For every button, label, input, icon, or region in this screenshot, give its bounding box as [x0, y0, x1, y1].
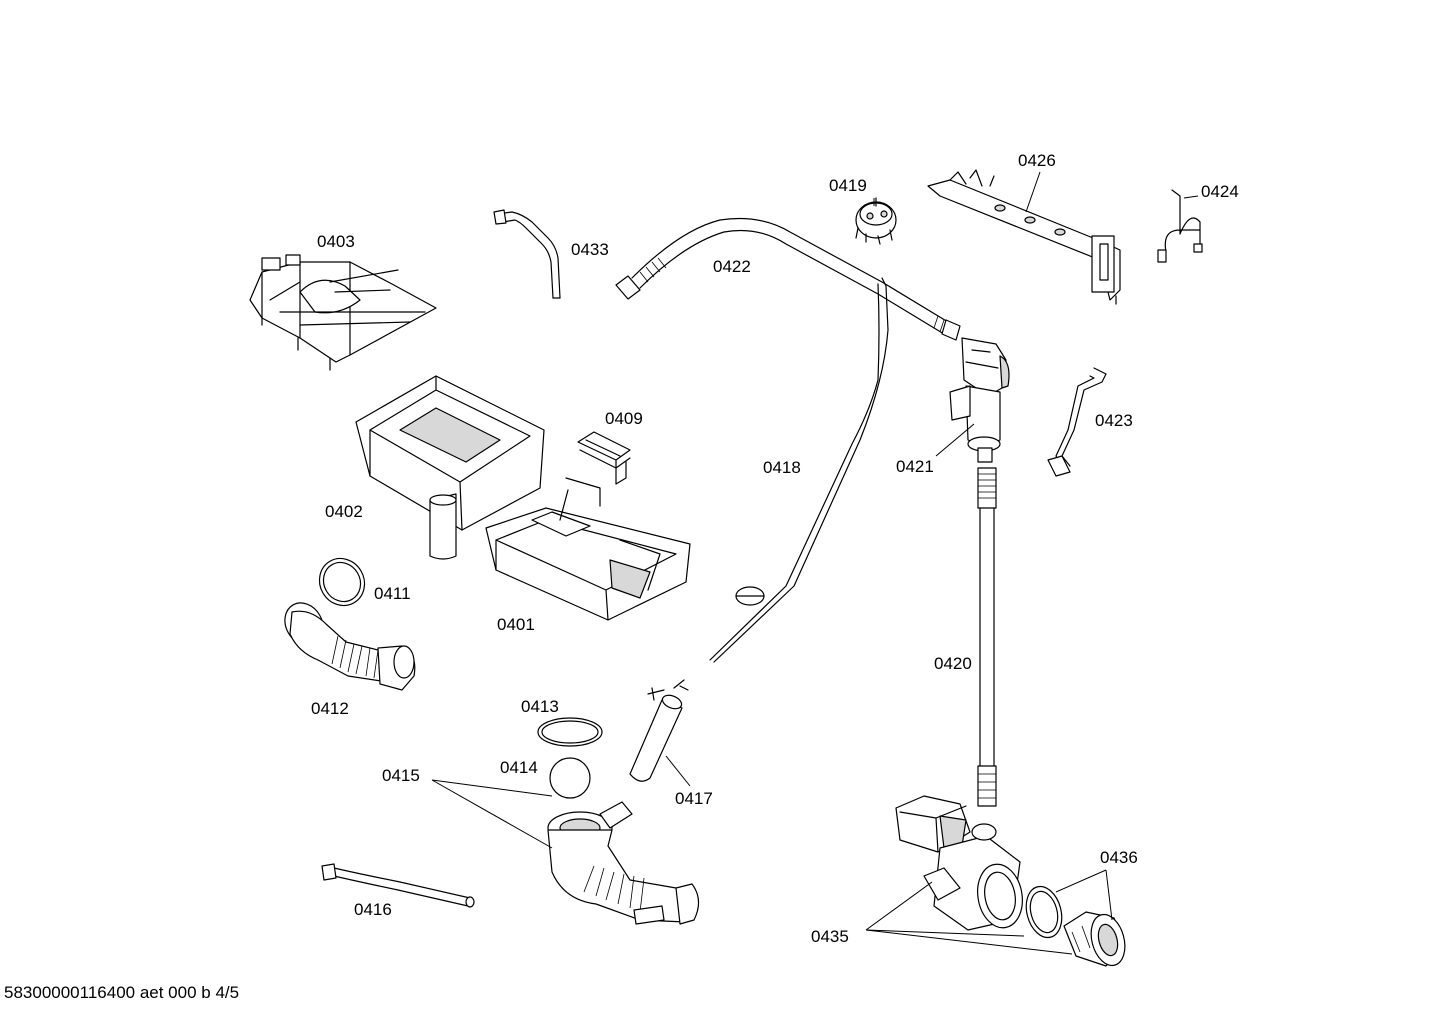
part-label-0402: 0402 — [325, 502, 363, 521]
part-0414-drawing — [549, 757, 591, 799]
part-label-0433: 0433 — [571, 240, 609, 259]
part-0423-drawing — [1047, 367, 1107, 477]
part-label-0414: 0414 — [500, 758, 538, 777]
drawing-code: 58300000116400 aet 000 b 4/5 — [4, 983, 240, 1002]
part-0413-drawing — [537, 717, 603, 747]
part-0435-drawing — [895, 795, 1023, 931]
part-label-0409: 0409 — [605, 409, 643, 428]
part-label-0419: 0419 — [829, 176, 867, 195]
part-0412-drawing — [284, 602, 416, 691]
part-0403-drawing — [249, 254, 437, 371]
part-0424-drawing — [1157, 189, 1203, 263]
part-0417-drawing — [629, 679, 689, 782]
part-0436-drawing — [1025, 885, 1126, 967]
part-0433-drawing — [493, 209, 561, 299]
part-label-0423: 0423 — [1095, 411, 1133, 430]
part-label-0417: 0417 — [675, 789, 713, 808]
part-label-0424: 0424 — [1201, 182, 1239, 201]
part-label-0421: 0421 — [896, 457, 934, 476]
part-label-0413: 0413 — [521, 697, 559, 716]
part-label-0415: 0415 — [382, 766, 420, 785]
leader-lines — [431, 171, 1199, 955]
part-0421-drawing — [949, 337, 1010, 463]
part-label-0418: 0418 — [763, 458, 801, 477]
part-0401-drawing — [485, 477, 691, 621]
part-0420-drawing — [977, 467, 997, 807]
part-0402-drawing — [355, 375, 545, 560]
part-0415-drawing — [547, 801, 700, 925]
part-label-0403: 0403 — [317, 232, 355, 251]
part-label-0422: 0422 — [713, 257, 751, 276]
part-label-0435: 0435 — [811, 927, 849, 946]
part-0409-drawing — [577, 431, 631, 485]
part-label-0420: 0420 — [934, 654, 972, 673]
part-0416-drawing — [321, 863, 475, 908]
part-0418-drawing — [709, 277, 889, 663]
part-label-0411: 0411 — [374, 584, 411, 603]
part-label-0436: 0436 — [1100, 848, 1138, 867]
part-0411-drawing — [318, 557, 366, 607]
part-label-0416: 0416 — [354, 900, 392, 919]
part-label-0412: 0412 — [311, 699, 349, 718]
part-0426-drawing — [927, 169, 1121, 305]
part-0419-drawing — [855, 197, 897, 245]
part-0422-drawing — [615, 217, 961, 341]
part-label-0426: 0426 — [1018, 151, 1056, 170]
part-label-0401: 0401 — [497, 615, 535, 634]
